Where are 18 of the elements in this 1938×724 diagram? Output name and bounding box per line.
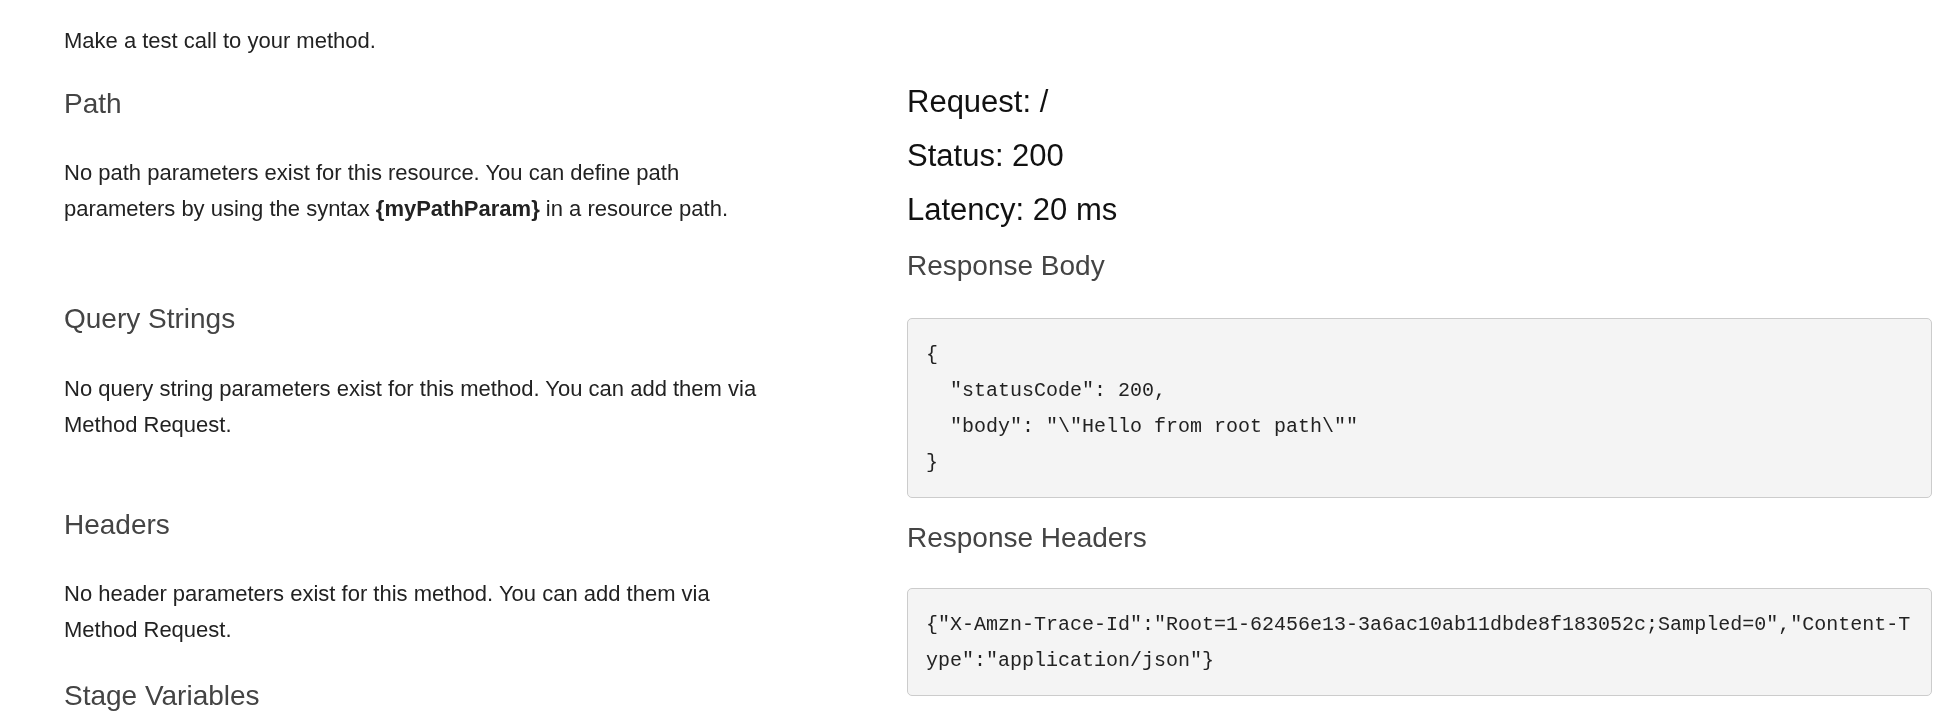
code-text: "body": "\"Hello from root path\"" xyxy=(949,414,1359,440)
section-heading: Stage Variables xyxy=(64,680,260,712)
code-text: "statusCode": 200, xyxy=(949,378,1167,404)
help-text: No query string parameters exist for this method. You can add them via Method Request. xyxy=(64,375,758,439)
code-text: {"X-Amzn-Trace-Id":"Root=1-62456e13-3a6ac10ab11dbde8f183052c;Sampled=0","Content-Type":"application/json"} xyxy=(926,612,1911,674)
section-heading: Response Body xyxy=(907,250,1105,282)
section-heading: Response Headers xyxy=(907,522,1147,554)
section-heading: Query Strings xyxy=(64,303,236,335)
code-text: } xyxy=(926,450,938,476)
section-heading: Path xyxy=(64,88,122,120)
help-text: No header parameters exist for this method. You can add them via Method Request. xyxy=(64,580,711,644)
code-text: { xyxy=(926,342,938,368)
status-text: Status: 200 xyxy=(907,138,1064,174)
status-text: Request: / xyxy=(907,84,1049,120)
help-text: No path parameters exist for this resource. You can define path parameters by using the syntax {myPathParam} in a resource path. xyxy=(64,159,730,223)
section-heading: Headers xyxy=(64,509,170,541)
status-text: Latency: 20 ms xyxy=(907,192,1118,228)
instruction-text: Make a test call to your method. xyxy=(64,28,376,54)
